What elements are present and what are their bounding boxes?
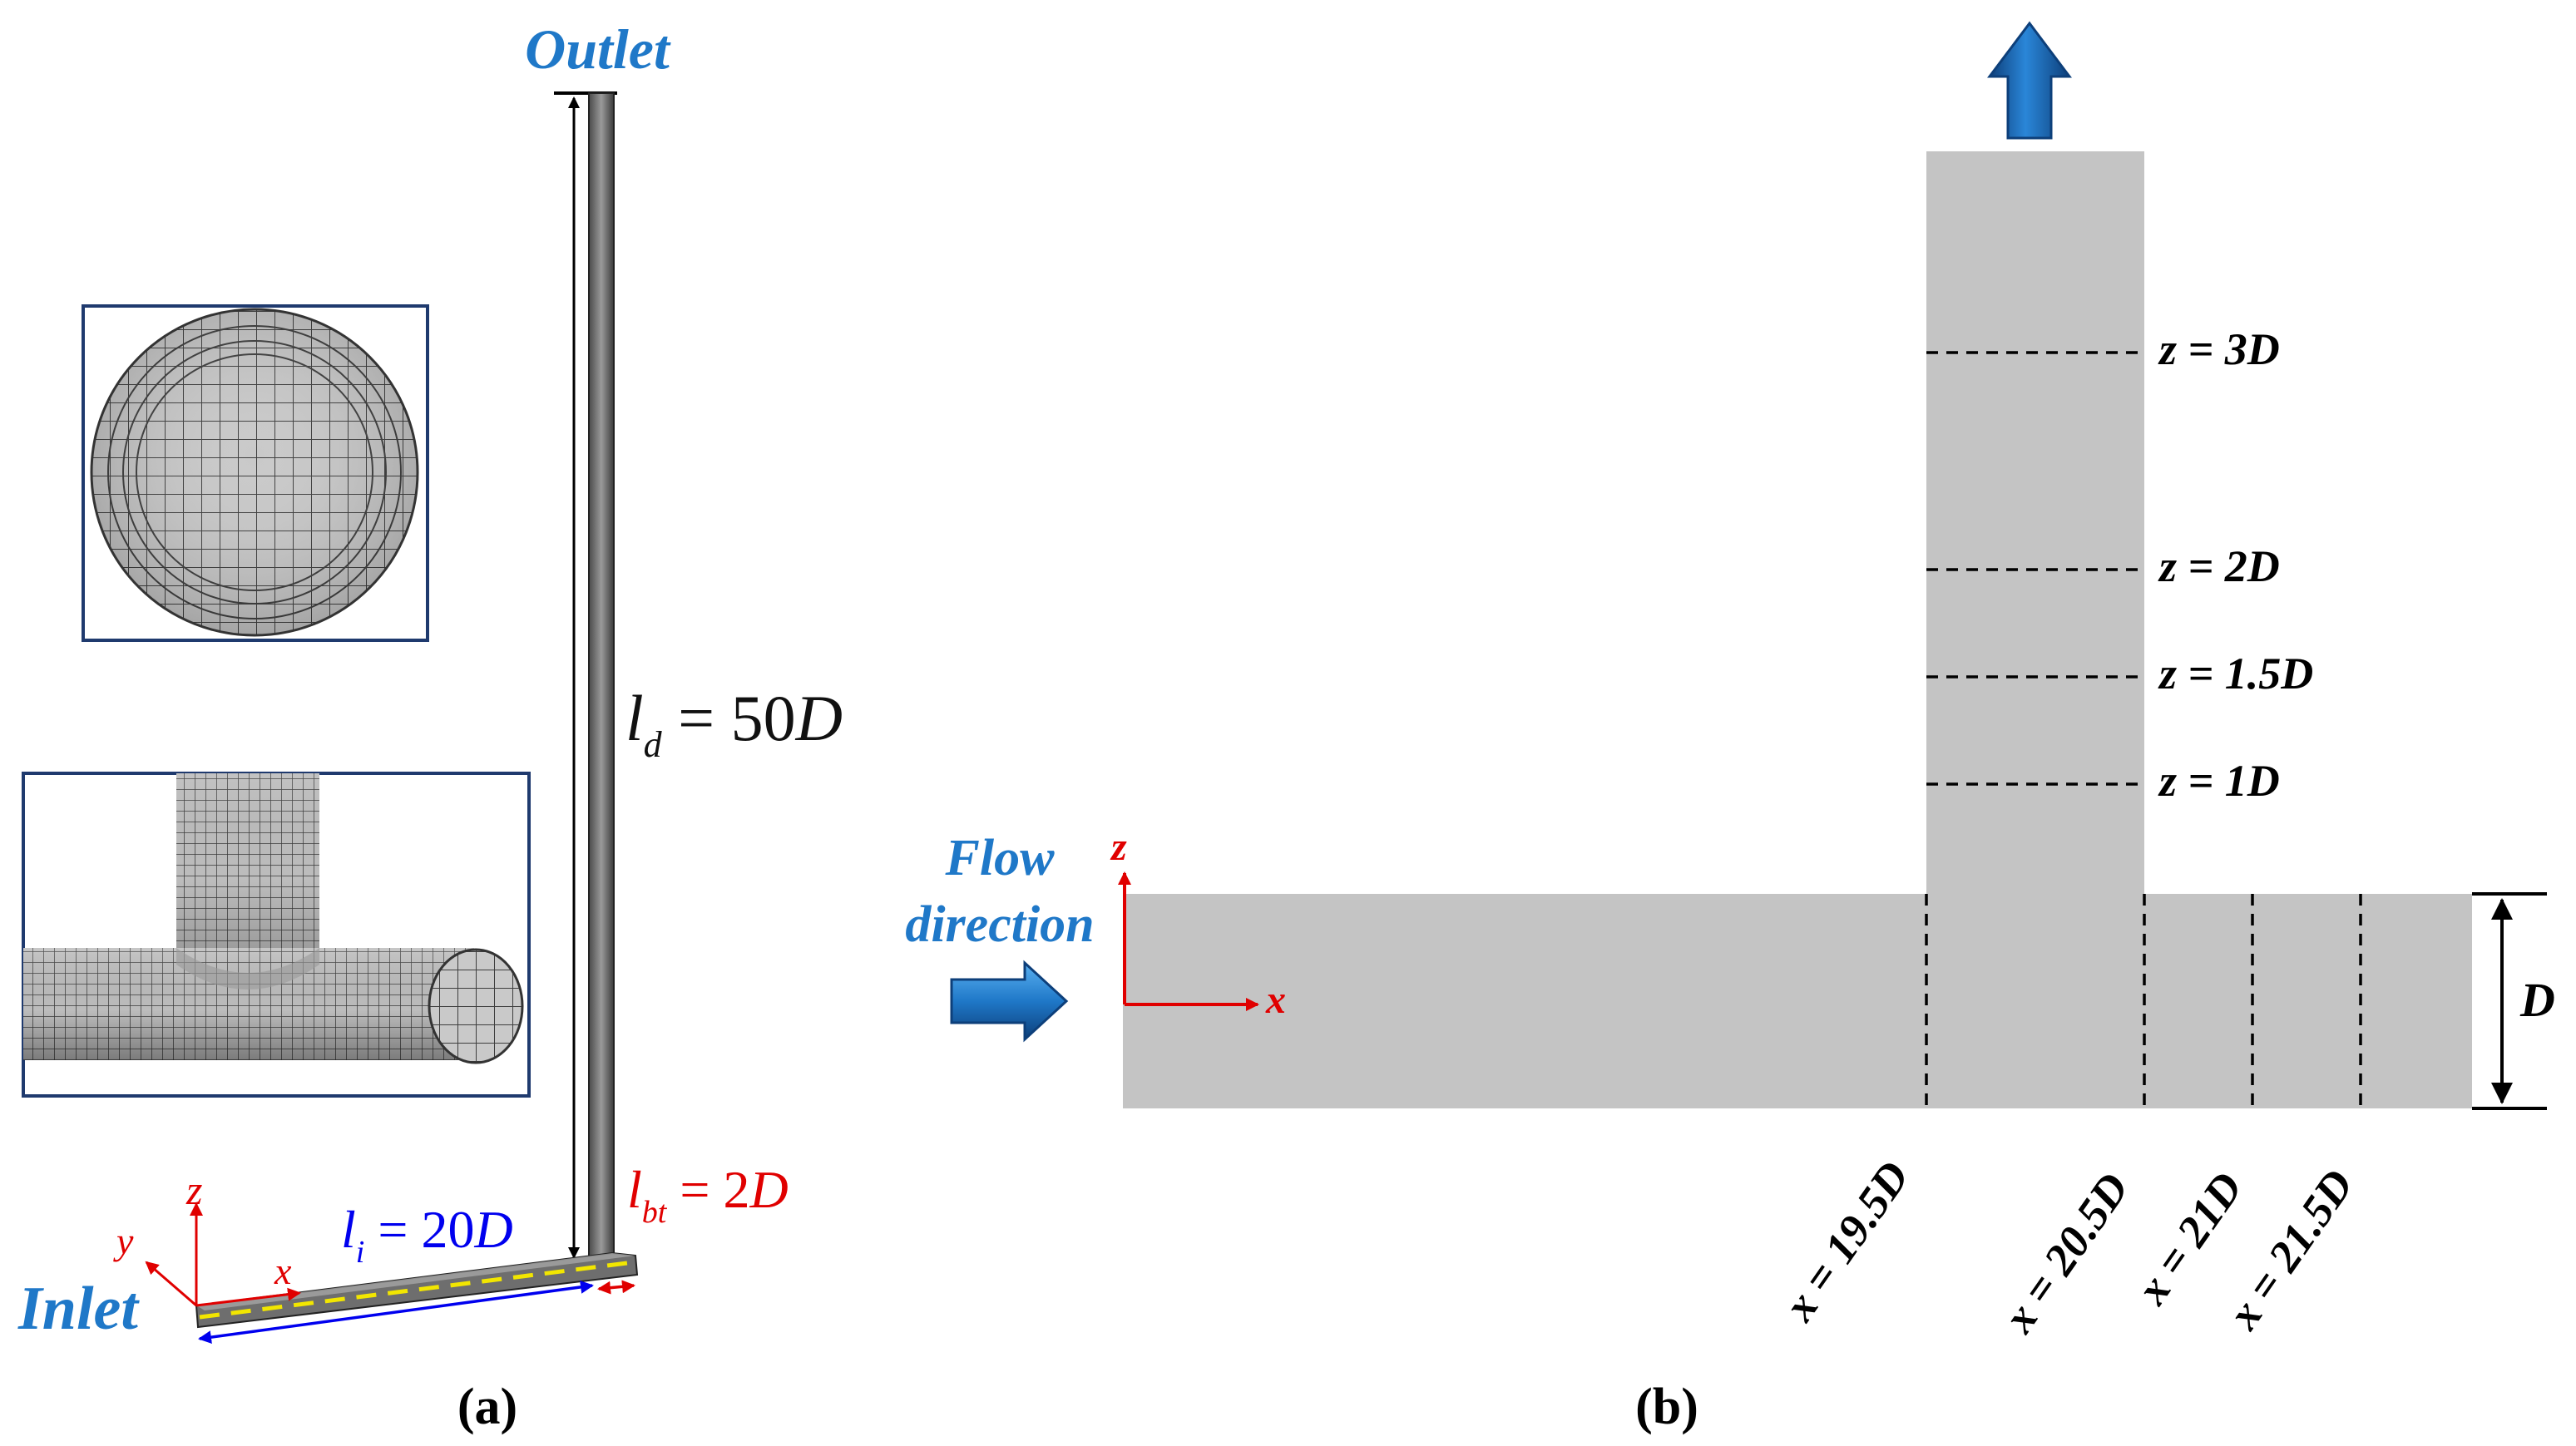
x-section-lines [1925,894,2362,1108]
li-label: li = 20D [341,1200,513,1270]
flow-direction-arrow [950,960,1069,1043]
axis-z-label: z [185,1167,202,1213]
axis-pair-b: z x [1110,825,1286,1022]
li-dimension-arrow [198,1280,594,1345]
z-section-label-2d: z = 2D [2158,541,2280,591]
z-section-label-1-5d: z = 1.5D [2158,649,2313,698]
axis-b-x-label: x [1265,978,1286,1022]
inlet-label: Inlet [17,1275,140,1343]
main-pipe-region [1123,894,2472,1108]
flow-direction-label-line2: direction [905,896,1094,953]
x-section-label-20-5d: x = 20.5D [1993,1164,2138,1342]
vertical-pipe [588,92,615,1273]
mesh-cross-section-inset [82,304,429,642]
axis-triad-a: z y x [113,1167,301,1307]
axis-b-z-label: z [1110,825,1127,869]
diameter-label: D [2519,973,2555,1027]
panel-a: Outlet ld = 50D li = 20D lbt = 2D [17,17,843,1435]
outlet-arrow [1987,21,2072,140]
outlet-label: Outlet [525,17,671,81]
flow-direction-label-line1: Flow [945,830,1056,886]
panel-b-label: (b) [1635,1379,1698,1435]
lbt-dimension-arrow [597,1280,635,1295]
axis-x-label: x [274,1250,292,1292]
z-section-lines [1926,351,2144,786]
lbt-label: lbt = 2D [627,1160,789,1230]
diameter-dimension [2472,892,2547,1110]
z-section-label-3d: z = 3D [2158,324,2280,374]
panel-b: z = 3D z = 2D z = 1.5D z = 1D x = 19.5D … [905,21,2555,1435]
z-section-label-1d: z = 1D [2158,756,2280,806]
panel-a-label: (a) [457,1379,517,1435]
ld-label: ld = 50D [625,682,843,765]
mesh-t-junction-inset [22,772,531,1098]
axis-y-label: y [113,1220,134,1262]
horizontal-pipe [195,1251,639,1329]
x-section-label-19-5d: x = 19.5D [1773,1152,1919,1330]
